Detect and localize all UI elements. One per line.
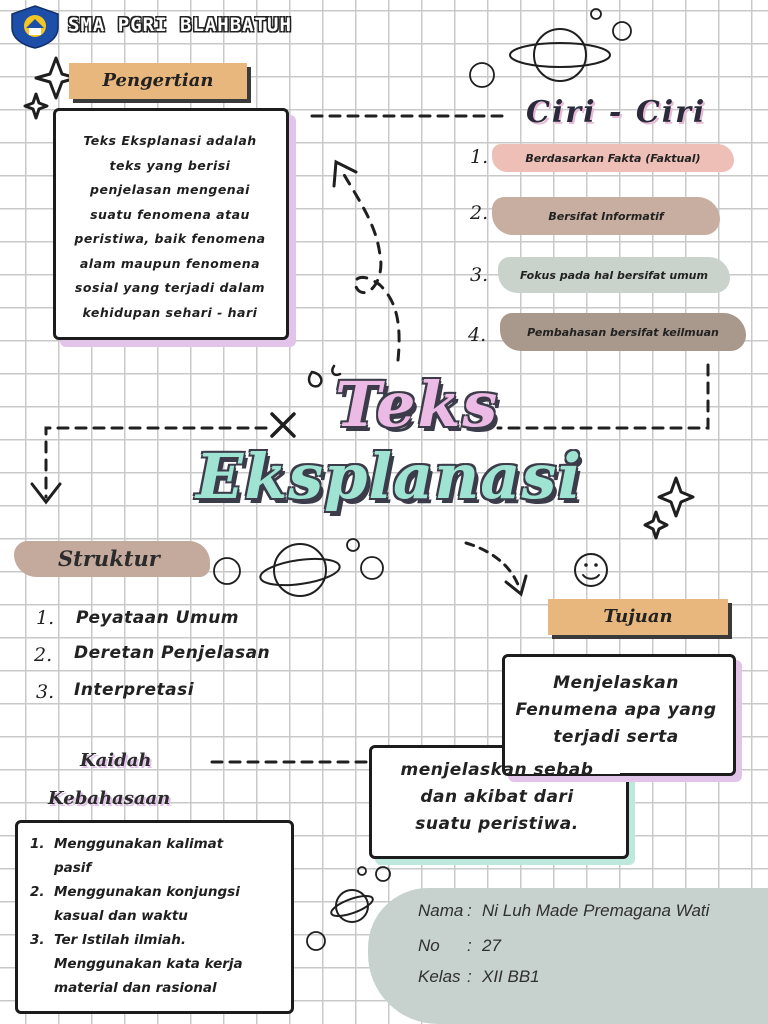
pengertian-line: suatu fenomena atau — [90, 206, 250, 222]
sparkle-icon — [34, 56, 78, 100]
identity-class-value: XII BB1 — [482, 967, 540, 986]
sparkle-icon — [657, 476, 695, 518]
kaidah-title-line-2: Kebahasaan — [48, 788, 171, 809]
tujuan-line: suatu peristiwa. — [415, 814, 579, 834]
tujuan-line: terjadi serta — [553, 727, 679, 747]
dashed-connector-left — [44, 426, 268, 499]
tujuan-box-upper — [502, 654, 736, 776]
kaidah-line: kasual dan waktu — [54, 908, 188, 924]
kaidah-box — [15, 820, 294, 1014]
pengertian-line: penjelasan mengenai — [90, 182, 250, 197]
circle-icon — [360, 556, 384, 580]
kaidah-title-line-1: Kaidah — [80, 750, 152, 771]
planet-icon-top — [509, 28, 611, 82]
pengertian-line: alam maupun fenomena — [79, 255, 261, 271]
circle-icon — [469, 62, 495, 88]
kaidah-line: pasif — [54, 860, 92, 876]
school-logo-icon — [11, 5, 59, 49]
pengertian-line: peristiwa, baik fenomena — [74, 231, 266, 246]
drop-icon-small — [331, 364, 342, 377]
identity-name-label: Nama — [418, 901, 464, 920]
pengertian-box — [53, 108, 289, 340]
kaidah-line: material dan rasional — [54, 980, 217, 996]
kaidah-line: Menggunakan kata kerja — [54, 956, 243, 972]
ciri-number: 2. — [470, 202, 489, 224]
struktur-item-2: Deretan Penjelasan — [74, 643, 271, 663]
ciri-title: Ciri - Ciri — [526, 95, 707, 130]
kaidah-number: 2. — [30, 884, 45, 900]
circle-icon — [346, 538, 360, 552]
ciri-number: 3. — [470, 264, 489, 286]
kaidah-item-2: 2. Menggunakan konjungsi kasual dan wakt… — [30, 880, 288, 928]
smiley-icon — [574, 553, 608, 587]
identity-separator: : — [467, 967, 472, 986]
pengertian-line: teks yang berisi — [109, 157, 231, 173]
struktur-brush — [14, 541, 210, 577]
ciri-item-1: Berdasarkan Fakta (Faktual) — [492, 144, 734, 172]
circle-icon — [590, 8, 602, 20]
pengertian-label: Pengertian — [69, 63, 247, 99]
kaidah-line: Menggunakan kalimat — [54, 836, 224, 852]
identity-separator: : — [467, 901, 472, 920]
sparkle-icon — [643, 510, 669, 540]
ciri-number: 4. — [468, 324, 487, 346]
circle-icon — [357, 866, 367, 876]
planet-icon-bottom — [330, 889, 374, 923]
tujuan-line: Menjelaskan — [553, 673, 679, 693]
tujuan-line: dan akibat dari — [420, 787, 574, 807]
curvy-arrow-up — [338, 166, 401, 362]
drop-icon — [307, 370, 323, 388]
dashed-connector-right — [496, 363, 710, 430]
identity-separator: : — [467, 936, 472, 955]
main-title-line-2: Eksplanasi — [196, 440, 582, 513]
kaidah-line: Ter Istilah ilmiah. — [54, 932, 186, 948]
identity-no-value: 27 — [482, 936, 501, 955]
arrow-down-left-icon — [30, 482, 62, 505]
school-name: SMA PGRI BLAHBATUH — [68, 14, 292, 36]
ciri-item-4: Pembahasan bersifat keilmuan — [500, 313, 746, 351]
pengertian-line: sosial yang terjadi dalam — [74, 280, 266, 295]
tujuan-text-upper: Menjelaskan Fenumena apa yang terjadi se… — [505, 670, 727, 751]
kaidah-number: 3. — [30, 932, 45, 948]
pengertian-line: kehidupan sehari - hari — [82, 304, 258, 320]
circle-icon — [213, 557, 241, 585]
circle-icon — [375, 866, 391, 882]
curvy-arrow-tujuan — [464, 541, 522, 592]
identity-name-value: Ni Luh Made Premagana Wati — [482, 901, 710, 920]
ciri-item-3: Fokus pada hal bersifat umum — [498, 257, 730, 293]
struktur-number: 1. — [36, 607, 55, 629]
planet-icon-middle — [259, 543, 341, 597]
tujuan-line: Fenumena apa yang — [515, 700, 717, 720]
kaidah-item-1: 1. Menggunakan kalimat pasif — [30, 832, 288, 880]
identity-background — [368, 888, 768, 1024]
pengertian-line: Teks Eksplanasi adalah — [83, 133, 257, 148]
struktur-item-1: Peyataan Umum — [76, 608, 240, 628]
pengertian-text: Teks Eksplanasi adalah teks yang berisi … — [68, 129, 272, 325]
circle-icon — [612, 21, 632, 41]
tujuan-text-lower: menjelaskan sebab dan akibat dari suatu … — [372, 757, 622, 838]
struktur-item-3: Interpretasi — [74, 680, 195, 700]
sparkle-icon — [23, 92, 49, 120]
main-title-line-1: Teks — [335, 368, 500, 441]
struktur-label: Struktur — [58, 546, 160, 571]
arrow-up-head-icon — [332, 159, 358, 188]
identity-no-label: No — [418, 936, 440, 955]
struktur-number: 3. — [36, 681, 55, 703]
cross-icon — [270, 412, 296, 438]
identity-class-label: Kelas — [418, 967, 461, 986]
kaidah-list: 1. Menggunakan kalimat pasif 2. Mengguna… — [30, 832, 288, 1000]
kaidah-number: 1. — [30, 836, 45, 852]
tujuan-box-join — [505, 748, 620, 774]
kaidah-item-3: 3. Ter Istilah ilmiah. Menggunakan kata … — [30, 928, 288, 1000]
circle-icon — [306, 931, 326, 951]
ciri-number: 1. — [470, 146, 489, 168]
kaidah-line: Menggunakan konjungsi — [54, 884, 240, 900]
ciri-item-2: Bersifat Informatif — [492, 197, 720, 235]
struktur-number: 2. — [34, 644, 53, 666]
arrow-tujuan-head-icon — [504, 574, 528, 597]
tujuan-label: Tujuan — [548, 599, 728, 635]
tujuan-line: menjelaskan sebab — [400, 760, 594, 780]
